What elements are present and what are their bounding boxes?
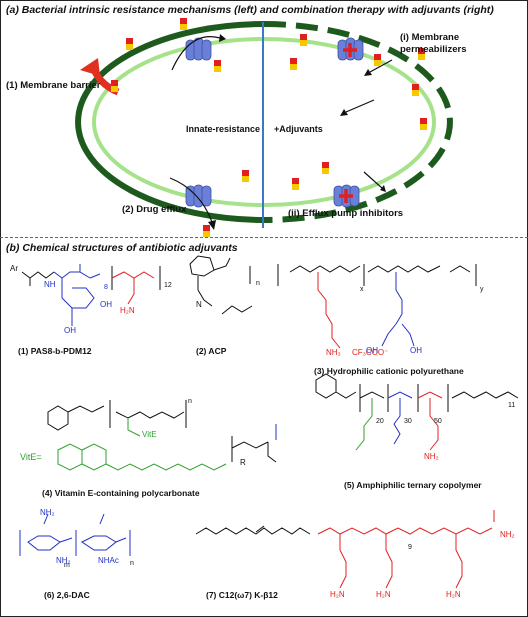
atom-h2n-7c: H₂N	[446, 590, 461, 599]
atom-h2n-7a: H₂N	[330, 590, 345, 599]
atom-nh2-6b: NH₂	[56, 556, 71, 565]
atom-cf3coo: CF₃COO⁻	[352, 348, 389, 357]
atom-n-2: N	[196, 300, 202, 309]
sub-n-2: n	[256, 280, 260, 287]
label-efflux-inhibitors: (ii) Efflux pump inhibitors	[288, 208, 404, 219]
caption-compound-3: (3) Hydrophilic cationic polyurethane	[314, 366, 464, 376]
caption-compound-7: (7) C12(ω7) K-β12	[206, 590, 278, 600]
inhibitor-arrow	[363, 171, 383, 189]
atom-nh-1: NH	[44, 280, 56, 289]
caption-compound-2: (2) ACP	[196, 346, 227, 356]
atom-oh-2: OH	[64, 326, 76, 335]
atom-r: R	[240, 458, 246, 467]
sub-8: 8	[104, 284, 108, 291]
section-divider	[0, 237, 528, 238]
outer-membrane-right	[263, 21, 453, 223]
atom-nh2-5: NH₂	[424, 452, 439, 461]
atom-nh2-7: NH₂	[500, 530, 515, 539]
efflux-pump-top	[185, 37, 212, 61]
atom-ho-3: OH	[366, 346, 378, 355]
atom-nh2-6a: NH₂	[40, 508, 55, 517]
caption-compound-6: (6) 2,6-DAC	[44, 590, 90, 600]
sub-n-6: n	[130, 560, 134, 567]
atom-h2n: H₂N	[120, 306, 135, 315]
sub-50: 50	[434, 418, 442, 425]
atom-ar: Ar	[10, 264, 18, 273]
sub-12: 12	[164, 282, 172, 289]
sub-30: 30	[404, 418, 412, 425]
efflux-arrow-bottom	[169, 177, 213, 223]
sub-m: m	[64, 562, 70, 569]
label-adjuvants: +Adjuvants	[274, 124, 323, 134]
efflux-pump-bottom	[185, 184, 212, 208]
label-drug-efflux: (2) Drug efflux	[122, 204, 187, 215]
atom-h2n-7b: H₂N	[376, 590, 391, 599]
sub-20: 20	[376, 418, 384, 425]
drug-capsules	[111, 18, 427, 237]
section-a-title: (a) Bacterial intrinsic resistance mecha…	[6, 4, 494, 16]
caption-compound-4: (4) Vitamin E-containing polycarbonate	[42, 488, 200, 498]
sub-n-4: n	[188, 398, 192, 405]
efflux-arrow-top	[171, 36, 221, 71]
sub-9: 9	[408, 544, 412, 551]
atom-nh3: NH₃	[326, 348, 341, 357]
atom-oh-3: OH	[410, 346, 422, 355]
label-membrane-barrier: (1) Membrane barrier	[6, 80, 101, 91]
outer-membrane-left	[75, 21, 265, 223]
sub-11: 11	[508, 402, 516, 409]
inhibited-pump-top	[337, 37, 364, 61]
inhibited-pump-bottom	[333, 184, 360, 208]
label-innate-resistance: Innate-resistance	[186, 124, 261, 134]
atom-vite: VitE	[142, 430, 157, 439]
caption-compound-1: (1) PAS8-b-PDM12	[18, 346, 92, 356]
label-permeabilizers-2: permeabilizers	[400, 44, 467, 55]
atom-nhac: NHAc	[98, 556, 119, 565]
label-permeabilizers-1: (i) Membrane	[400, 32, 460, 43]
permeabilizer-arrow-2	[345, 99, 375, 113]
sub-y: y	[480, 286, 484, 293]
atom-vite-eq: VitE=	[20, 452, 42, 462]
atom-oh-1: OH	[100, 300, 112, 309]
section-b-title: (b) Chemical structures of antibiotic ad…	[6, 242, 238, 254]
sub-x: x	[360, 286, 364, 293]
resistance-diagram	[75, 18, 453, 237]
caption-compound-5: (5) Amphiphilic ternary copolymer	[344, 480, 482, 490]
